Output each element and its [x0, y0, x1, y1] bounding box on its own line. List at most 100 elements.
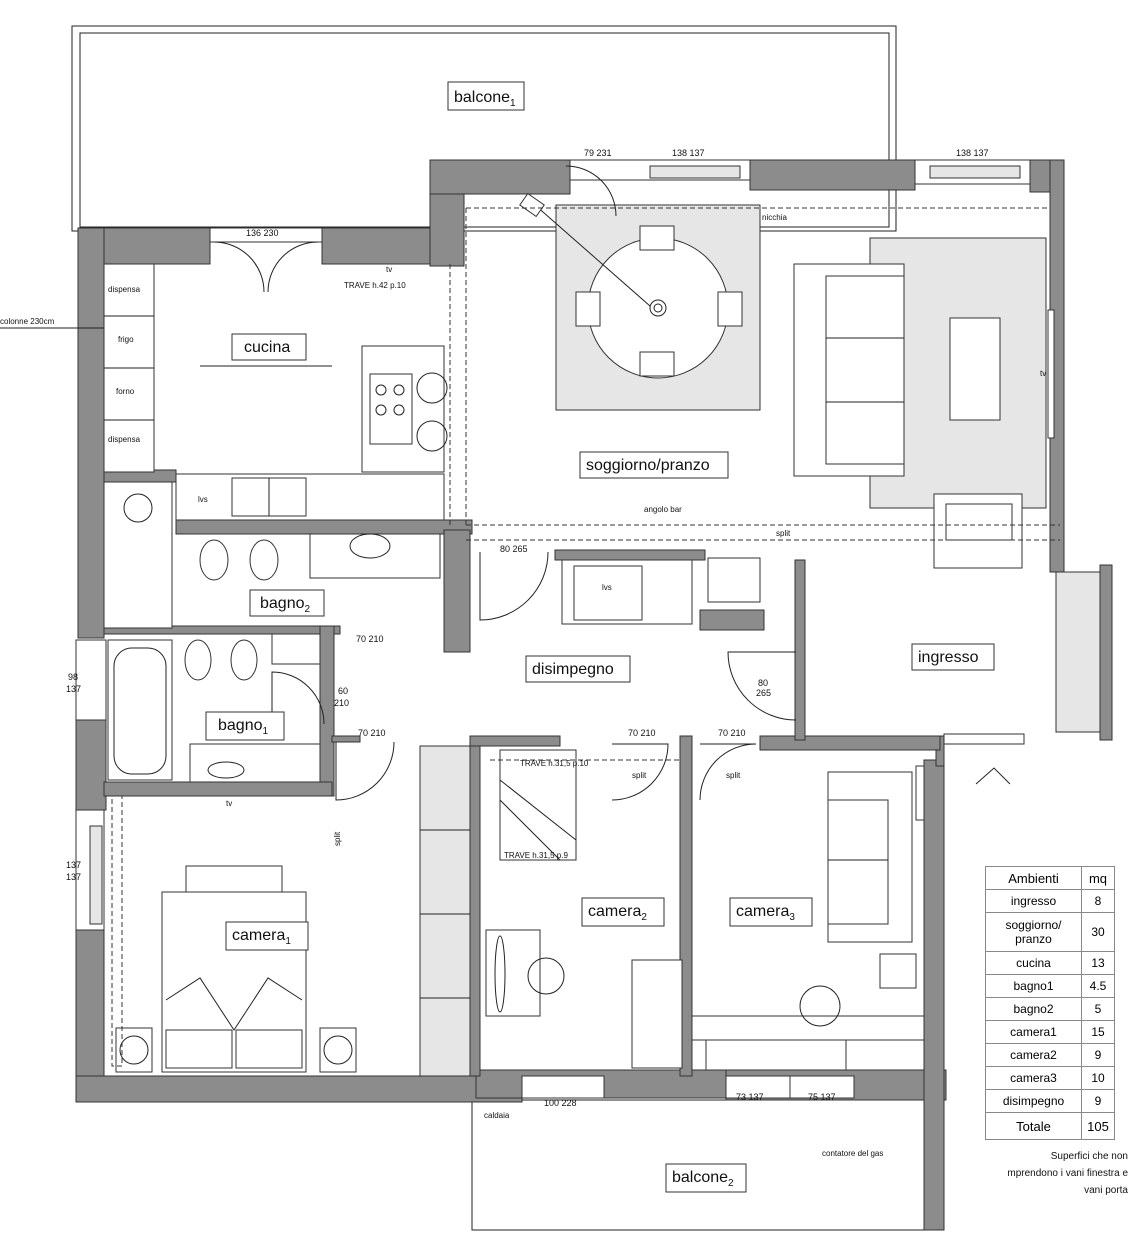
room-cell: bagno1 [985, 974, 1082, 998]
dim-bagno1-window1: 98 [68, 672, 78, 682]
mq-cell: 5 [1081, 997, 1115, 1021]
cucina-furniture [103, 263, 448, 521]
mq-cell: 10 [1081, 1066, 1115, 1090]
dim-sogg-window3: 138 137 [956, 148, 989, 158]
note-line: Superfici che non [1050, 1151, 1128, 1162]
camera2-furniture [485, 749, 683, 1069]
disimpegno-label: disimpegno [532, 661, 614, 678]
bagno1-label: bagno1 [218, 717, 269, 737]
walls [75, 159, 1113, 1231]
annotations: dispensa frigo forno dispensa colonne 23… [0, 213, 1046, 1158]
room-cell: soggiorno/ pranzo [985, 912, 1082, 952]
camera1-furniture [111, 795, 357, 1073]
dim-door-60: 60 [338, 686, 348, 696]
total-label: Totale [985, 1112, 1082, 1140]
mq-cell: 13 [1081, 951, 1115, 975]
room-cell: camera1 [985, 1020, 1082, 1044]
dim-cucina-window: 136 230 [246, 228, 279, 238]
mq-cell: 8 [1081, 889, 1115, 913]
split-camera1-label: split [333, 831, 342, 846]
room-cell: ingresso [985, 889, 1082, 913]
room-cell: bagno2 [985, 997, 1082, 1021]
dashed-lines [449, 207, 1060, 1070]
soggiorno-furniture [793, 237, 1055, 569]
tv-cucina-label: tv [386, 265, 392, 274]
contatore-label: contatore del gas [822, 1149, 883, 1158]
dim-camera1-window1: 137 [66, 860, 81, 870]
header-ambienti: Ambienti [985, 866, 1082, 890]
room-cell: camera3 [985, 1066, 1082, 1090]
header-mq: mq [1081, 866, 1115, 890]
disimpegno-furniture [419, 557, 761, 1077]
mq-cell: 9 [1081, 1089, 1115, 1113]
colonne-label: colonne 230cm [0, 317, 55, 326]
room-cell: disimpegno [985, 1089, 1082, 1113]
windows [75, 159, 1101, 1099]
dim-camera2-window: 100 228 [544, 1098, 577, 1108]
mq-cell: 9 [1081, 1043, 1115, 1067]
dim-camera3-window1: 73 137 [736, 1092, 764, 1102]
bagno1-fixtures [107, 633, 321, 783]
balcone1-outline [71, 25, 897, 232]
surface-note: Superfici che non mprendono i vani fines… [968, 1148, 1128, 1199]
room-cell: cucina [985, 951, 1082, 975]
bagno2-fixtures [103, 481, 441, 629]
dim-door-80: 80 [758, 678, 768, 688]
soggiorno-label: soggiorno/pranzo [586, 457, 710, 474]
split-soggiorno-label: split [776, 529, 791, 538]
frigo-label: frigo [118, 335, 134, 344]
nicchia-label: nicchia [762, 213, 787, 222]
trave-c2a-label: TRAVE h.31,5 p.10 [520, 759, 589, 768]
dim-door-210: 210 [334, 698, 349, 708]
camera3-label: camera3 [736, 903, 795, 923]
doors [213, 165, 797, 801]
mq-cell: 4.5 [1081, 974, 1115, 998]
balcone2-label: balcone2 [672, 1169, 734, 1189]
dimension-labels: 136 230 79 231 138 137 138 137 80 265 70… [66, 148, 989, 1108]
tv-camera1-label: tv [226, 799, 232, 808]
caldaia-label: caldaia [484, 1111, 510, 1120]
dim-door-70-210-d: 70 210 [718, 728, 746, 738]
dispensa-bottom-label: dispensa [108, 435, 141, 444]
dim-sogg-window2: 138 137 [672, 148, 705, 158]
dim-door-70-210-c: 70 210 [628, 728, 656, 738]
note-line: mprendono i vani finestra e [1007, 1168, 1128, 1179]
room-labels: balcone1 cucina soggiorno/pranzo bagno2 … [205, 81, 995, 1193]
angolo-bar-label: angolo bar [644, 505, 682, 514]
mq-cell: 15 [1081, 1020, 1115, 1044]
dim-door-80-265: 80 265 [500, 544, 528, 554]
bagno2-label: bagno2 [260, 595, 311, 615]
camera1-label: camera1 [232, 927, 291, 947]
tv-soggiorno-label: tv [1040, 369, 1046, 378]
mq-cell: 30 [1081, 912, 1115, 952]
ingresso-label: ingresso [918, 649, 979, 666]
dim-door-265: 265 [756, 688, 771, 698]
dim-door-70-210-a: 70 210 [356, 634, 384, 644]
total-value: 105 [1081, 1112, 1115, 1140]
cucina-label: cucina [244, 339, 290, 356]
note-line: vani porta [1084, 1185, 1128, 1196]
split-camera3-label: split [726, 771, 741, 780]
lvs-cucina-label: lvs [198, 495, 208, 504]
room-cell: camera2 [985, 1043, 1082, 1067]
dispensa-top-label: dispensa [108, 285, 141, 294]
camera3-furniture [691, 765, 925, 1071]
dim-sogg-window1: 79 231 [584, 148, 612, 158]
forno-label: forno [116, 387, 135, 396]
area-table-header: Ambienti mq [985, 866, 1115, 890]
dim-camera1-window2: 137 [66, 872, 81, 882]
pranzo-furniture [519, 192, 761, 411]
trave-cucina-label: TRAVE h.42 p.10 [344, 281, 406, 290]
split-camera2-label: split [632, 771, 647, 780]
